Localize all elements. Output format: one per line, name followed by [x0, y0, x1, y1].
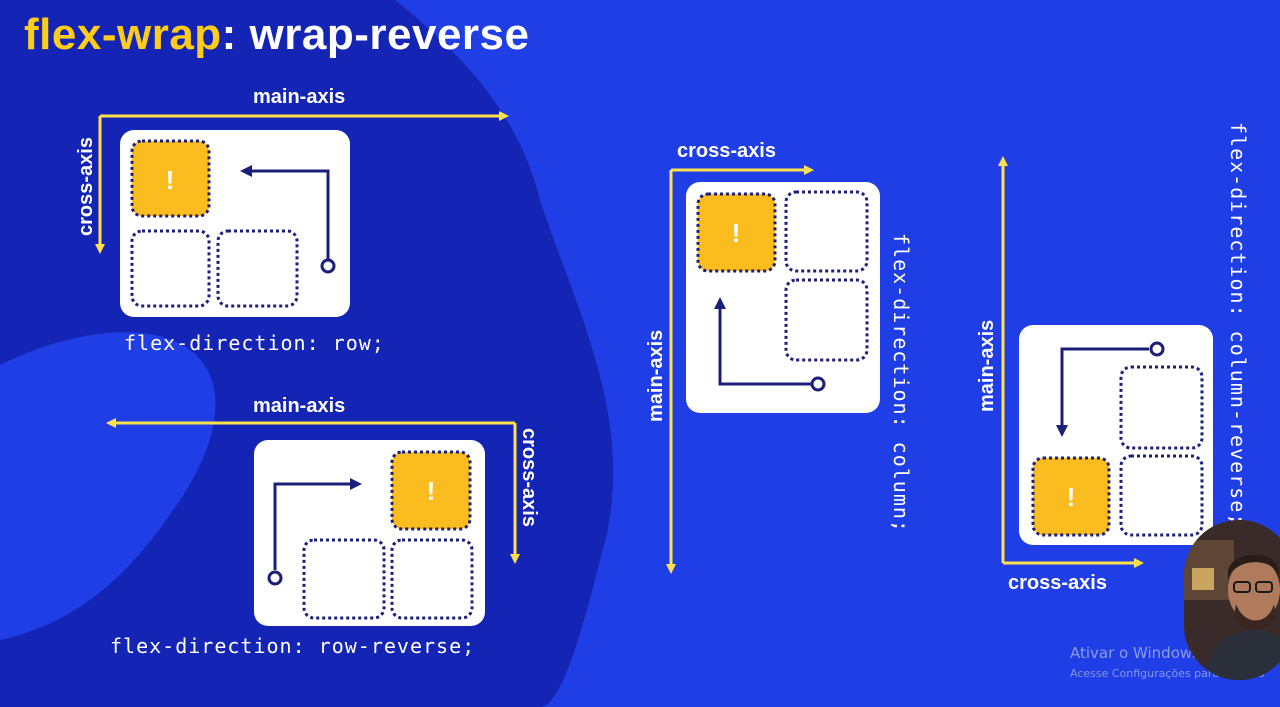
slide-title: flex-wrap: wrap-reverse — [24, 10, 530, 60]
flex-item-first-column-reverse — [1031, 456, 1111, 537]
main-axis-label-row-reverse: main-axis — [253, 395, 346, 417]
code-column: flex-direction: column; — [889, 233, 913, 533]
flow-arrow-column — [714, 297, 811, 386]
exclamation-mark-column-reverse: ! — [1067, 482, 1076, 512]
flow-start-dot-column-reverse — [1149, 341, 1165, 357]
code-column-reverse: flex-direction: column-reverse; — [1226, 122, 1250, 527]
flow-arrow-row — [240, 165, 330, 259]
flow-start-dot-row-reverse — [267, 570, 283, 586]
flex-item-column-reverse-2 — [1119, 454, 1204, 537]
title-value: : wrap-reverse — [221, 10, 530, 59]
flex-item-row-reverse-3 — [302, 538, 386, 620]
code-row-reverse: flex-direction: row-reverse; — [110, 634, 476, 658]
cross-axis-label-column-reverse: cross-axis — [1008, 572, 1107, 594]
title-property: flex-wrap — [24, 10, 222, 59]
flex-item-row-reverse-2 — [390, 538, 474, 620]
flex-item-row-3 — [216, 229, 299, 308]
background-shape-light — [0, 332, 216, 640]
code-row: flex-direction: row; — [124, 331, 385, 355]
exclamation-mark-column: ! — [732, 218, 741, 248]
cross-axis-label-row: cross-axis — [75, 137, 97, 236]
cross-axis-label-column: cross-axis — [677, 140, 776, 162]
cross-axis-label-row-reverse: cross-axis — [518, 428, 540, 527]
presenter-webcam — [1184, 520, 1280, 680]
exclamation-mark-row: ! — [166, 165, 175, 195]
main-axis-label-column: main-axis — [645, 329, 667, 422]
presenter-image — [1184, 520, 1280, 680]
flex-item-column-2 — [784, 190, 869, 273]
flex-item-first-column — [696, 192, 777, 273]
flex-item-column-3 — [784, 278, 869, 362]
flow-start-dot-column — [810, 376, 826, 392]
activation-watermark-title: Ativar o Windows — [1070, 644, 1200, 662]
flow-arrow-row-reverse — [273, 478, 362, 570]
main-axis-label-row: main-axis — [253, 86, 346, 108]
flex-item-first-row — [130, 139, 211, 218]
flex-item-first-row-reverse — [390, 450, 472, 531]
exclamation-mark-row-reverse: ! — [427, 476, 436, 506]
flow-start-dot-row — [320, 258, 336, 274]
main-axis-label-column-reverse: main-axis — [976, 319, 998, 412]
flex-item-column-reverse-3 — [1119, 365, 1204, 450]
flow-arrow-column-reverse — [1056, 347, 1149, 437]
